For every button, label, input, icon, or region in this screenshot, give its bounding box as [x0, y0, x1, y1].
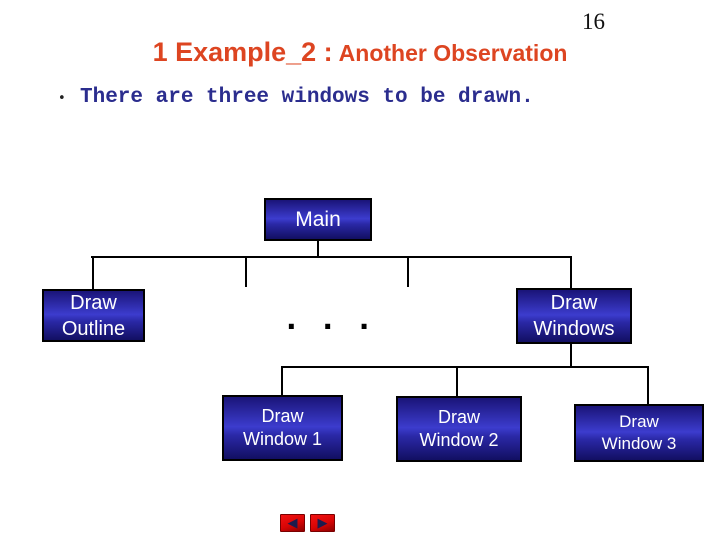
- connector-window2-stub: [456, 366, 458, 396]
- connector-outline-stub: [92, 256, 94, 289]
- connector-windows-down: [570, 344, 572, 368]
- node-draw-window-3: Draw Window 3: [574, 404, 704, 462]
- back-arrow-icon: ◀: [287, 515, 298, 531]
- nav-back-button[interactable]: ◀: [280, 514, 305, 532]
- node-draw-window-1: Draw Window 1: [222, 395, 343, 461]
- node-main: Main: [264, 198, 372, 241]
- connector-window3-stub: [647, 366, 649, 404]
- connector-top-horizontal: [91, 256, 572, 258]
- nav-forward-button[interactable]: ▶: [310, 514, 335, 532]
- page-number: 16: [582, 9, 605, 34]
- node-draw-windows: Draw Windows: [516, 288, 632, 344]
- connector-bottom-horizontal: [282, 366, 649, 368]
- connector-middle-stub-2: [407, 256, 409, 287]
- slide-nav: ◀ ▶: [280, 514, 335, 532]
- node-draw-window-2: Draw Window 2: [396, 396, 522, 462]
- slide-title: 1 Example_2 :Another Observation: [0, 33, 720, 68]
- title-part-1: 1 Example_2 :: [152, 37, 333, 67]
- ellipsis-dots: . . .: [286, 303, 378, 336]
- connector-windows-stub: [570, 256, 572, 288]
- title-part-2: Another Observation: [338, 40, 568, 66]
- connector-middle-stub-1: [245, 256, 247, 287]
- connector-window1-stub: [281, 366, 283, 395]
- connector-main-down: [317, 241, 319, 258]
- bullet-marker-icon: •: [58, 91, 66, 106]
- node-draw-outline: Draw Outline: [42, 289, 145, 342]
- bullet-text: There are three windows to be drawn.: [80, 86, 534, 109]
- bullet-item: • There are three windows to be drawn.: [58, 86, 678, 109]
- forward-arrow-icon: ▶: [317, 515, 328, 531]
